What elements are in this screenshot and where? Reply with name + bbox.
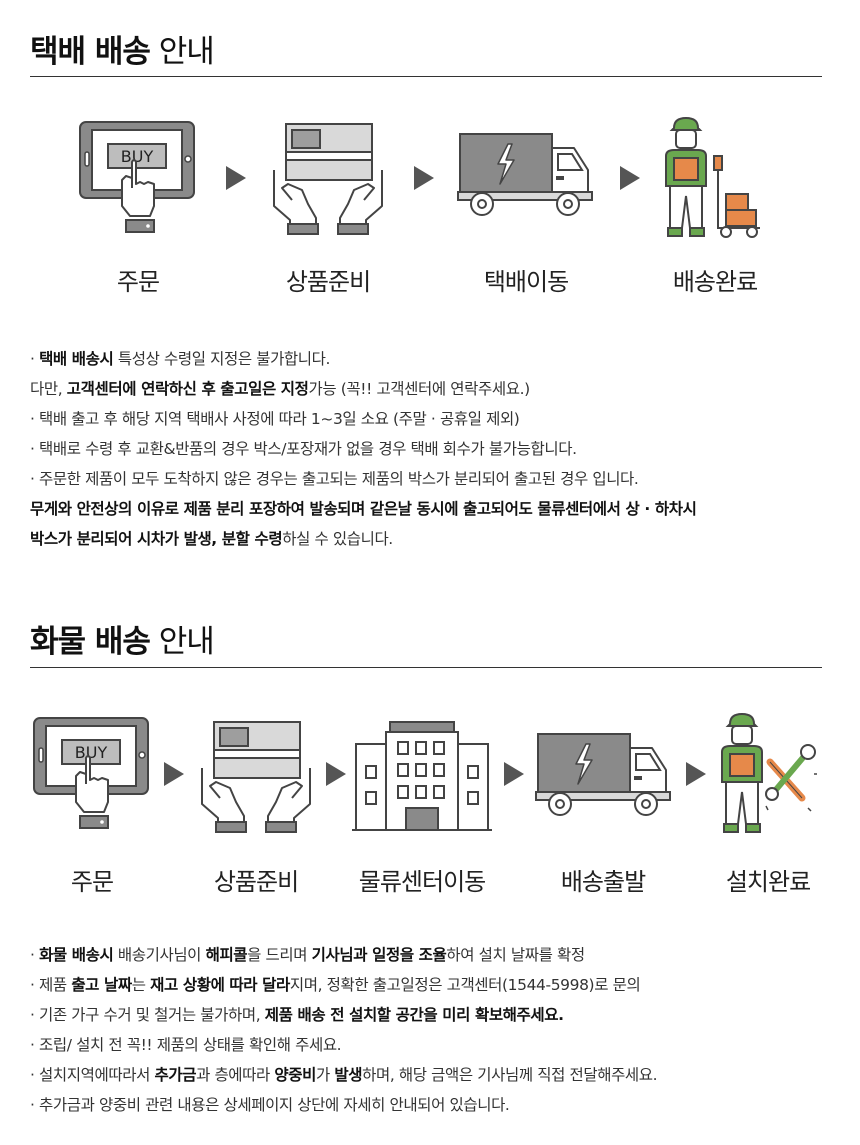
note-text: · [30,946,40,964]
note-emphasis: 박스가 분리되어 시차가 발생, 분할 수령 [30,530,283,548]
freight-step-building-icon [352,720,492,834]
note-emphasis: 무게와 안전상의 이유로 제품 분리 포장하여 발송되며 같은날 동시에 출고되… [30,500,697,518]
freight-section: 화물 배송 안내 BUY [0,600,860,1145]
freight-step-order-icon: BUY [32,714,152,834]
note-emphasis: 양중비 [274,1066,317,1084]
note-text: 을 드리며 [247,946,312,964]
note-text: 는 [131,976,151,994]
parcel-step-label: 주문 [116,268,160,296]
note-text: · 조립/ 설치 전 꼭!! 제품의 상태를 확인해 주세요. [30,1036,342,1054]
note-text: 배송기사님이 [113,946,206,964]
parcel-title: 택배 배송 안내 [30,34,215,70]
parcel-title-rule [30,76,822,77]
note-line: · 주문한 제품이 모두 도착하지 않은 경우는 출고되는 제품의 박스가 분리… [30,464,696,494]
arrow-icon [164,762,184,786]
freight-step-label: 물류센터이동 [358,868,486,896]
parcel-step-label: 택배이동 [483,268,569,296]
parcel-notes: · 택배 배송시 특성상 수령일 지정은 불가합니다.다만, 고객센터에 연락하… [30,344,697,554]
note-line: · 택배 출고 후 해당 지역 택배사 사정에 따라 1~3일 소요 (주말 ·… [30,404,696,434]
parcel-step-truck-icon [456,126,596,222]
note-text: 특성상 수령일 지정은 불가합니다. [113,350,331,368]
note-emphasis: 재고 상황에 따라 달라 [150,976,290,994]
freight-step-truck-icon [534,726,674,822]
note-text: 가 [316,1066,335,1084]
note-line: · 설치지역에따라서 추가금과 층에따라 양중비가 발생하며, 해당 금액은 기… [30,1060,658,1090]
note-line: · 조립/ 설치 전 꼭!! 제품의 상태를 확인해 주세요. [30,1030,657,1060]
parcel-step-courier-icon [660,116,770,242]
note-line: · 화물 배송시 배송기사님이 해피콜을 드리며 기사님과 일정을 조율하여 설… [30,940,657,970]
arrow-icon [326,762,346,786]
arrow-icon [504,762,524,786]
note-text: · 택배 출고 후 해당 지역 택배사 사정에 따라 1~3일 소요 (주말 ·… [30,410,520,428]
note-text: · 설치지역에따라서 [30,1066,155,1084]
note-emphasis: 발생 [334,1066,363,1084]
freight-notes: · 화물 배송시 배송기사님이 해피콜을 드리며 기사님과 일정을 조율하여 설… [30,940,658,1120]
freight-step-label: 설치완료 [725,868,811,896]
note-line: · 제품 출고 날짜는 재고 상황에 따라 달라지며, 정확한 출고일정은 고객… [30,970,657,1000]
buy-text: BUY [121,147,154,166]
buy-text: BUY [75,743,108,762]
note-emphasis: 택배 배송시 [39,350,114,368]
note-text: 가능 (꼭!! 고객센터에 연락주세요.) [308,380,531,398]
freight-title-rule [30,667,822,668]
arrow-icon [620,166,640,190]
note-line: · 추가금과 양중비 관련 내용은 상세페이지 상단에 자세히 안내되어 있습니… [30,1090,657,1120]
note-text: · 주문한 제품이 모두 도착하지 않은 경우는 출고되는 제품의 박스가 분리… [30,470,639,488]
note-text: 다만, [30,380,67,398]
note-text: · [30,350,40,368]
arrow-icon [414,166,434,190]
note-line: 무게와 안전상의 이유로 제품 분리 포장하여 발송되며 같은날 동시에 출고되… [30,494,697,524]
note-line: 다만, 고객센터에 연락하신 후 출고일은 지정가능 (꼭!! 고객센터에 연락… [30,374,696,404]
freight-step-label: 상품준비 [213,868,299,896]
note-emphasis: 추가금 [154,1066,197,1084]
note-text: · 추가금과 양중비 관련 내용은 상세페이지 상단에 자세히 안내되어 있습니… [30,1096,510,1114]
arrow-icon [226,166,246,190]
note-text: · 기존 가구 수거 및 철거는 불가하며, [30,1006,265,1024]
note-emphasis: 고객센터에 연락하신 후 출고일은 지정 [66,380,309,398]
parcel-step-label: 상품준비 [285,268,371,296]
note-emphasis: 기사님과 일정을 조율 [311,946,447,964]
note-text: · 택배로 수령 후 교환&반품의 경우 박스/포장재가 없을 경우 택배 회수… [30,440,577,458]
note-line: · 택배로 수령 후 교환&반품의 경우 박스/포장재가 없을 경우 택배 회수… [30,434,696,464]
note-text: 하며, 해당 금액은 기사님께 직접 전달해주세요. [362,1066,658,1084]
note-text: 지며, 정확한 출고일정은 고객센터(1544-5998)로 문의 [289,976,641,994]
note-text: 과 층에따라 [196,1066,275,1084]
freight-step-prep-icon [196,716,316,836]
note-text: 하여 설치 날짜를 확정 [446,946,585,964]
note-emphasis: 해피콜 [205,946,248,964]
note-emphasis: 제품 배송 전 설치할 공간을 미리 확보해주세요. [264,1006,564,1024]
note-emphasis: 화물 배송시 [39,946,114,964]
note-text: 하실 수 있습니다. [282,530,393,548]
parcel-step-prep-icon [268,118,388,238]
freight-step-label: 주문 [70,868,114,896]
freight-step-label: 배송출발 [560,868,646,896]
note-emphasis: 출고 날짜 [71,976,132,994]
parcel-section: 택배 배송 안내 BUY [0,0,860,560]
note-text: · 제품 [30,976,72,994]
arrow-icon [686,762,706,786]
freight-title: 화물 배송 안내 [30,624,215,660]
parcel-step-label: 배송완료 [672,268,758,296]
note-line: · 기존 가구 수거 및 철거는 불가하며, 제품 배송 전 설치할 공간을 미… [30,1000,657,1030]
parcel-step-order-icon: BUY [78,118,198,238]
note-line: · 택배 배송시 특성상 수령일 지정은 불가합니다. [30,344,696,374]
note-line: 박스가 분리되어 시차가 발생, 분할 수령하실 수 있습니다. [30,524,696,554]
freight-step-installer-icon [718,712,818,838]
